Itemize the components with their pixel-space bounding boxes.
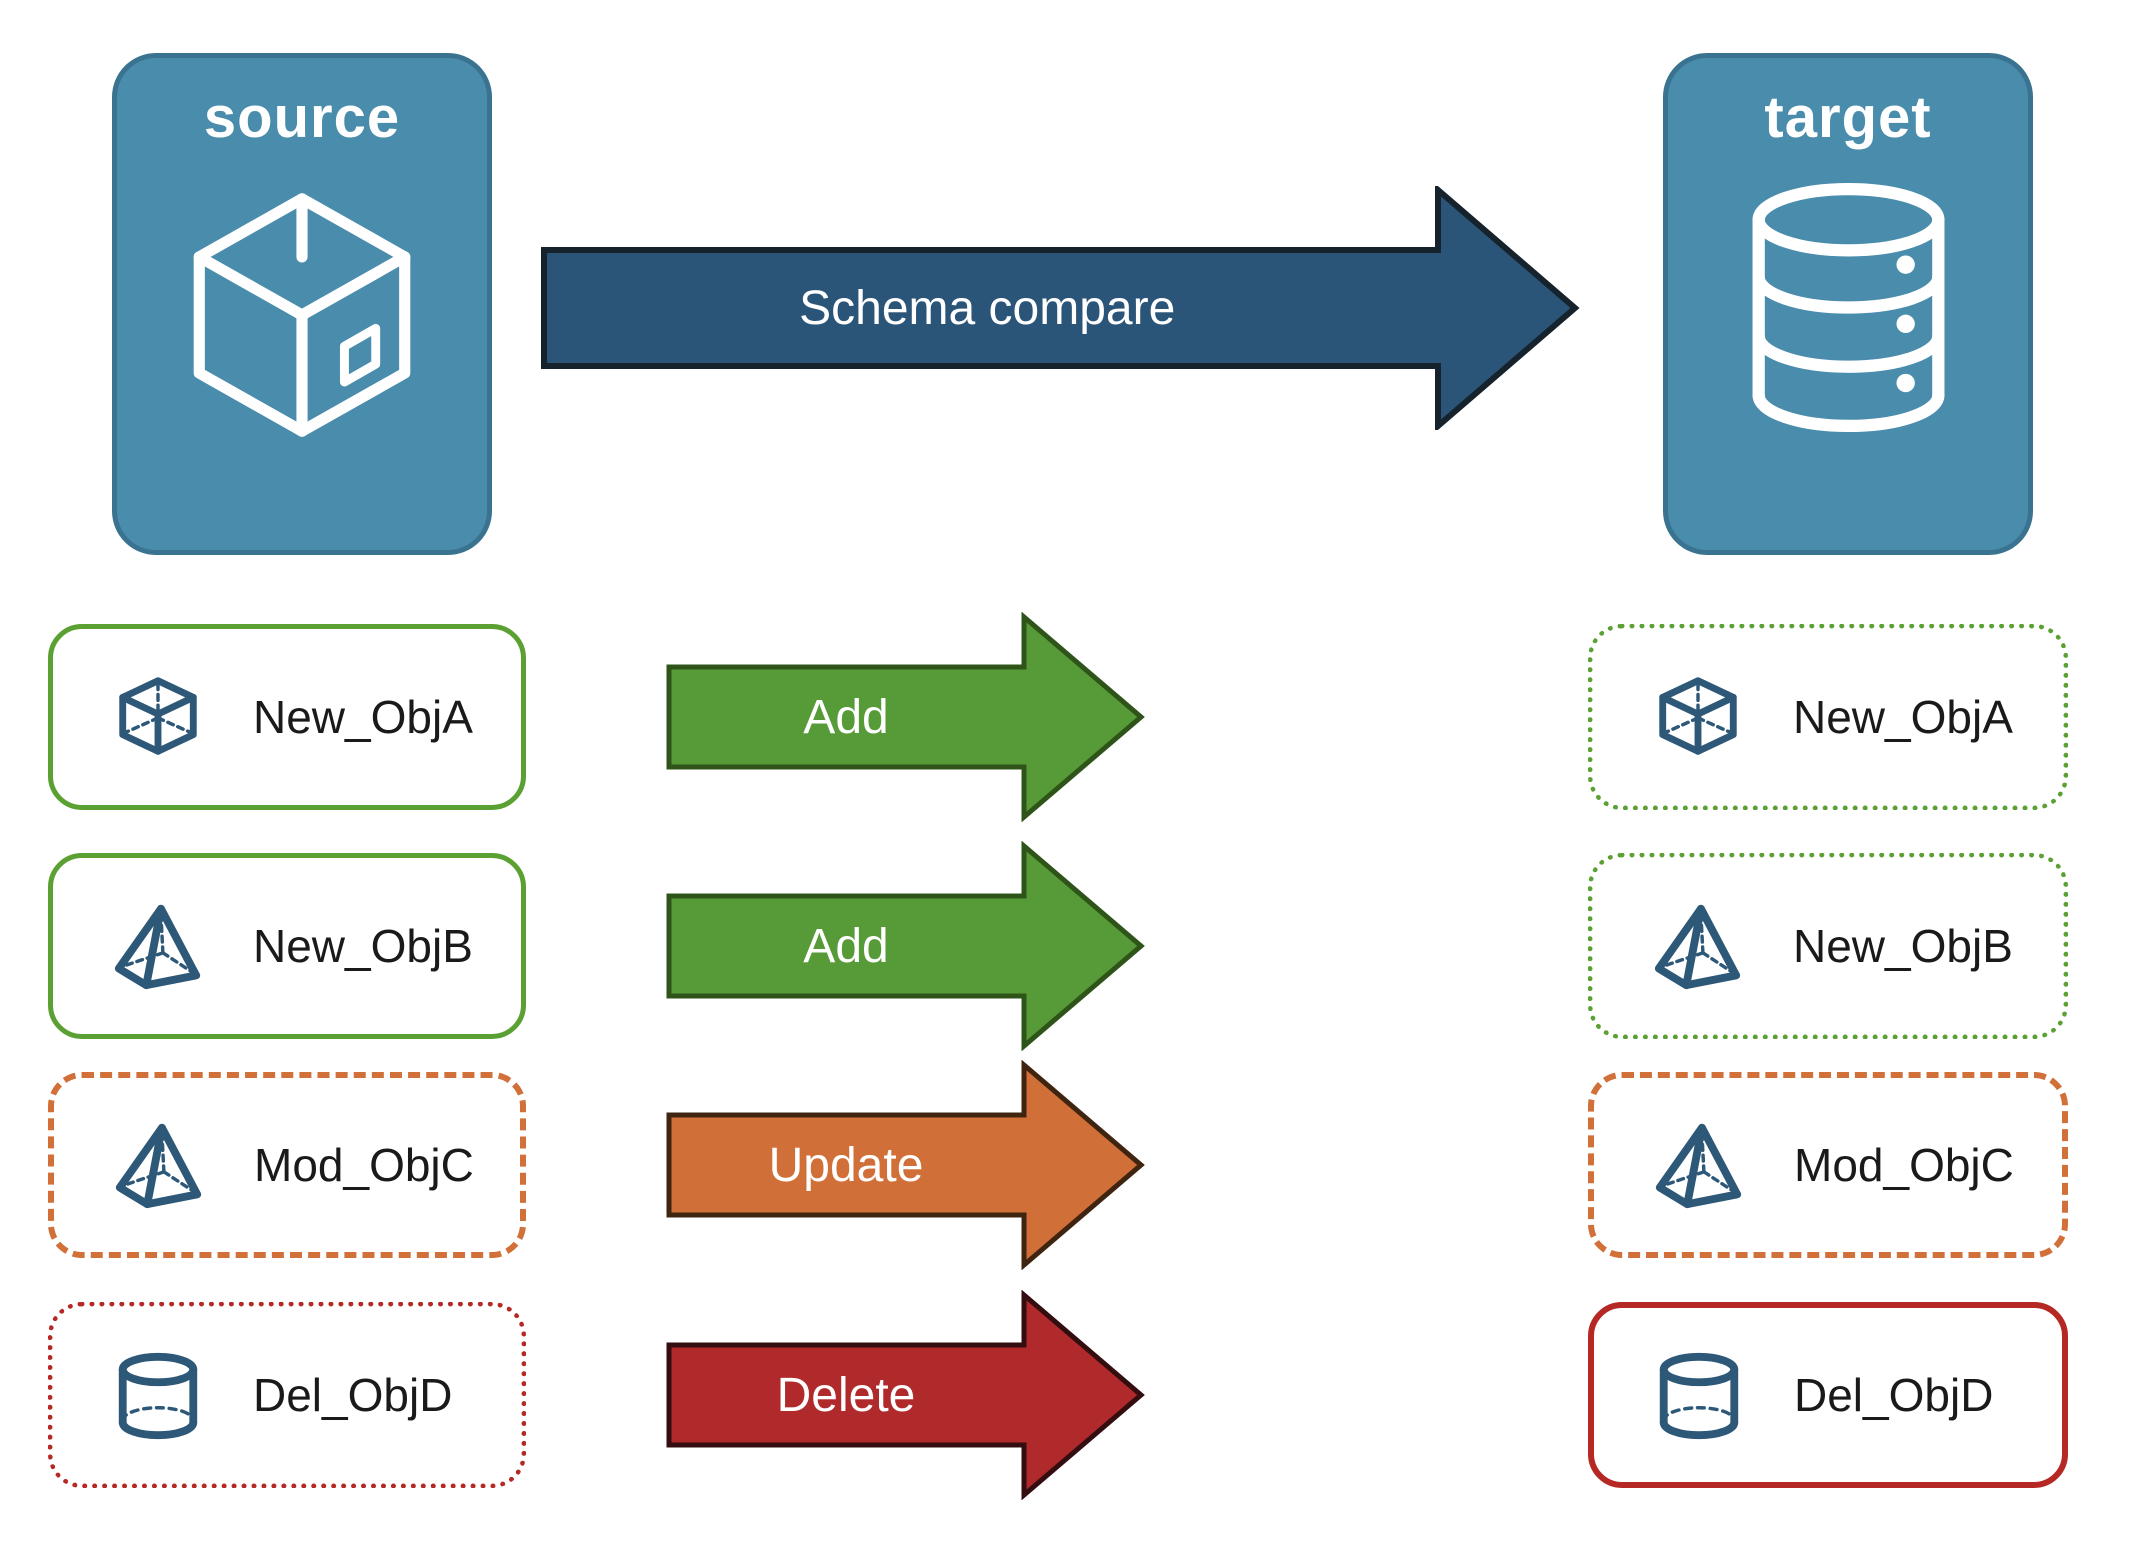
add-arrow-2: Add [666, 841, 1146, 1051]
object-label: New_ObjA [253, 691, 473, 743]
action-label: Update [768, 1138, 924, 1192]
target-object-box-new-objb: New_ObjB [1588, 853, 2068, 1039]
object-label: Mod_ObjC [1794, 1139, 2014, 1191]
cube-icon [109, 668, 207, 766]
pyramid-icon [1650, 1116, 1748, 1214]
target-object-box-new-obja: New_ObjA [1588, 624, 2068, 810]
action-label: Delete [776, 1368, 916, 1422]
delete-arrow: Delete [666, 1290, 1146, 1500]
source-object-box-del-objd: Del_ObjD [48, 1302, 526, 1488]
schema-compare-label: Schema compare [799, 281, 1176, 335]
source-object-box-new-objb: New_ObjB [48, 853, 526, 1039]
pyramid-icon [109, 897, 207, 995]
add-arrow-shape [666, 841, 1145, 1051]
cube-icon [1649, 668, 1747, 766]
object-label: Del_ObjD [253, 1369, 453, 1421]
schema-compare-arrow-shape [541, 186, 1580, 430]
source-object-box-new-obja: New_ObjA [48, 624, 526, 810]
delete-arrow-shape [666, 1290, 1145, 1500]
object-label: New_ObjA [1793, 691, 2013, 743]
cylinder-icon [1650, 1346, 1748, 1444]
target-node: target [1663, 53, 2033, 555]
target-node-title: target [1764, 85, 1932, 150]
cylinder-icon [109, 1346, 207, 1444]
schema-compare-arrow: Schema compare [540, 186, 1580, 430]
action-label: Add [803, 919, 889, 973]
package-icon [168, 165, 436, 465]
target-object-box-mod-objc: Mod_ObjC [1588, 1072, 2068, 1258]
pyramid-icon [110, 1116, 208, 1214]
add-arrow-1: Add [666, 612, 1146, 822]
pyramid-icon [1649, 897, 1747, 995]
action-label: Add [803, 690, 889, 744]
add-arrow-shape [666, 612, 1145, 822]
object-label: Mod_ObjC [254, 1139, 474, 1191]
object-label: New_ObjB [1793, 920, 2013, 972]
object-label: Del_ObjD [1794, 1369, 1994, 1421]
update-arrow: Update [666, 1060, 1146, 1270]
source-node-title: source [203, 85, 401, 150]
source-node: source [112, 53, 492, 555]
update-arrow-shape [666, 1060, 1145, 1270]
object-label: New_ObjB [253, 920, 473, 972]
source-object-box-mod-objc: Mod_ObjC [48, 1072, 526, 1258]
database-icon [1726, 165, 1971, 450]
target-object-box-del-objd: Del_ObjD [1588, 1302, 2068, 1488]
